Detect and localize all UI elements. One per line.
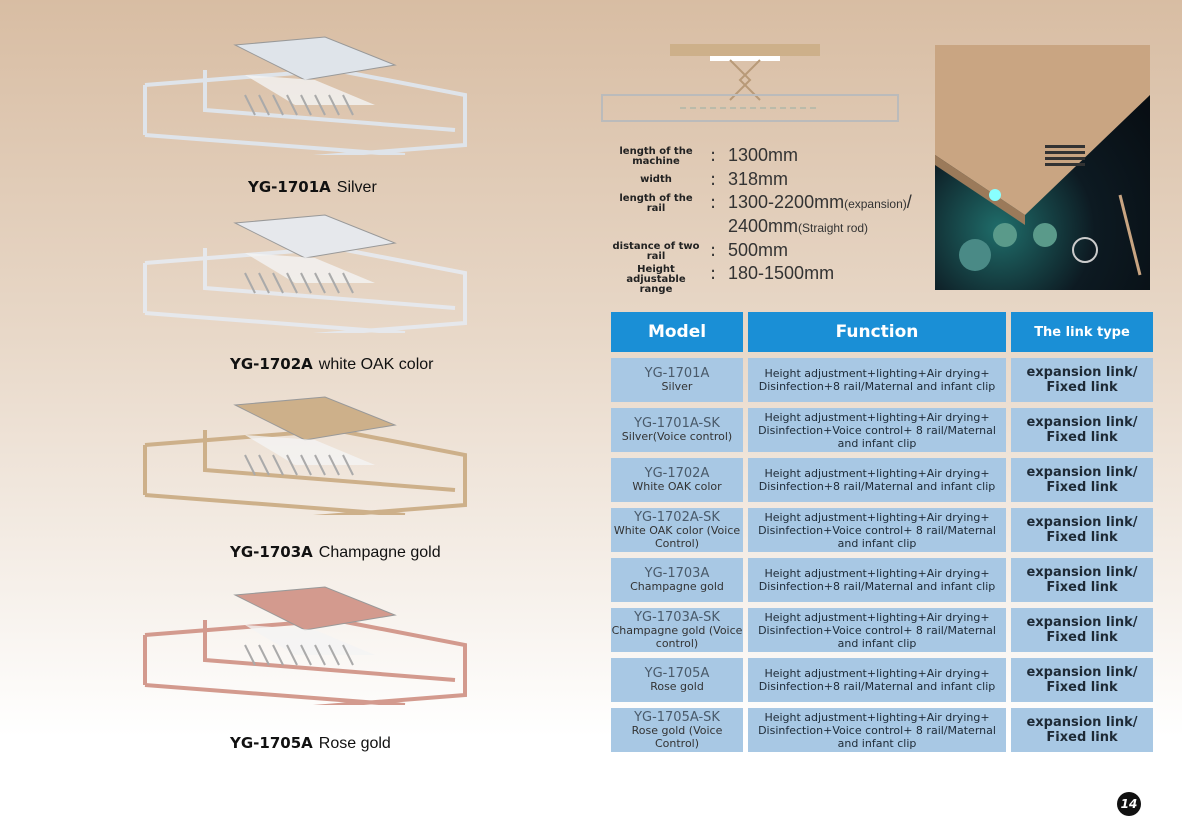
spec-value: 180-1500mm — [728, 263, 835, 283]
spec-value: 2400mm(Straight rod) — [728, 216, 869, 236]
product-color: Rose gold — [318, 735, 391, 752]
function-cell: Height adjustment+lighting+Air drying+ D… — [748, 558, 1006, 602]
colon: : — [710, 192, 717, 213]
link-type-cell: expansion link/ Fixed link — [1011, 408, 1153, 452]
product-color: white OAK color — [318, 356, 434, 373]
product-label: YG-1703A Champagne gold — [230, 543, 441, 562]
product-label: YG-1705A Rose gold — [230, 734, 391, 753]
function-cell: Height adjustment+lighting+Air drying+ D… — [748, 658, 1006, 702]
spec-row: Height adjustable range:180-1500mm — [612, 263, 930, 295]
product-image — [135, 213, 475, 340]
spec-key: length of the rail — [619, 193, 693, 214]
spec-row: length of the machine:1300mm — [612, 145, 930, 169]
spec-row: length of the rail:1300-2200mm(expansion… — [612, 192, 930, 216]
colon: : — [710, 240, 717, 261]
spec-key: width — [640, 174, 672, 185]
product-model: YG-1702A — [230, 355, 313, 373]
link-type-cell: expansion link/ Fixed link — [1011, 358, 1153, 402]
link-type-cell: expansion link/ Fixed link — [1011, 508, 1153, 552]
function-cell: Height adjustment+lighting+Air drying+ D… — [748, 458, 1006, 502]
function-cell: Height adjustment+lighting+Air drying+ D… — [748, 708, 1006, 752]
link-type-cell: expansion link/ Fixed link — [1011, 708, 1153, 752]
product-label: YG-1701A Silver — [248, 178, 377, 197]
product-image — [135, 35, 475, 162]
top-product-diagram — [600, 40, 900, 134]
spec-row: 2400mm(Straight rod) — [612, 216, 930, 240]
link-type-cell: expansion link/ Fixed link — [1011, 458, 1153, 502]
product-model: YG-1705A — [230, 734, 313, 752]
function-cell: Height adjustment+lighting+Air drying+ D… — [748, 608, 1006, 652]
colon: : — [710, 169, 717, 190]
spec-key: Height adjustable range — [626, 264, 686, 295]
function-cell: Height adjustment+lighting+Air drying+ D… — [748, 508, 1006, 552]
link-type-cell: expansion link/ Fixed link — [1011, 658, 1153, 702]
header-link-type: The link type — [1011, 312, 1153, 352]
product-color: Champagne gold — [318, 544, 441, 561]
product-image — [135, 395, 475, 522]
product-image — [135, 585, 475, 712]
page-number: 14 — [1117, 792, 1141, 816]
spec-row: width:318mm — [612, 169, 930, 193]
header-function: Function — [748, 312, 1006, 352]
spec-value: 1300-2200mm(expansion)/ — [728, 192, 912, 212]
product-feature-photo — [935, 45, 1150, 290]
spec-key: length of the machine — [619, 146, 693, 167]
function-cell: Height adjustment+lighting+Air drying+ D… — [748, 358, 1006, 402]
spec-value: 1300mm — [728, 145, 799, 165]
spec-key: distance of two rail — [612, 241, 700, 262]
product-color: Silver — [336, 179, 377, 196]
colon: : — [710, 263, 717, 284]
product-label: YG-1702A white OAK color — [230, 355, 433, 374]
colon: : — [710, 145, 717, 166]
header-model: Model — [611, 312, 743, 352]
spec-value: 500mm — [728, 240, 789, 260]
spec-value: 318mm — [728, 169, 789, 189]
link-type-cell: expansion link/ Fixed link — [1011, 558, 1153, 602]
spec-row: distance of two rail:500mm — [612, 240, 930, 264]
product-model: YG-1701A — [248, 178, 331, 196]
link-type-cell: expansion link/ Fixed link — [1011, 608, 1153, 652]
product-model: YG-1703A — [230, 543, 313, 561]
function-cell: Height adjustment+lighting+Air drying+ D… — [748, 408, 1006, 452]
